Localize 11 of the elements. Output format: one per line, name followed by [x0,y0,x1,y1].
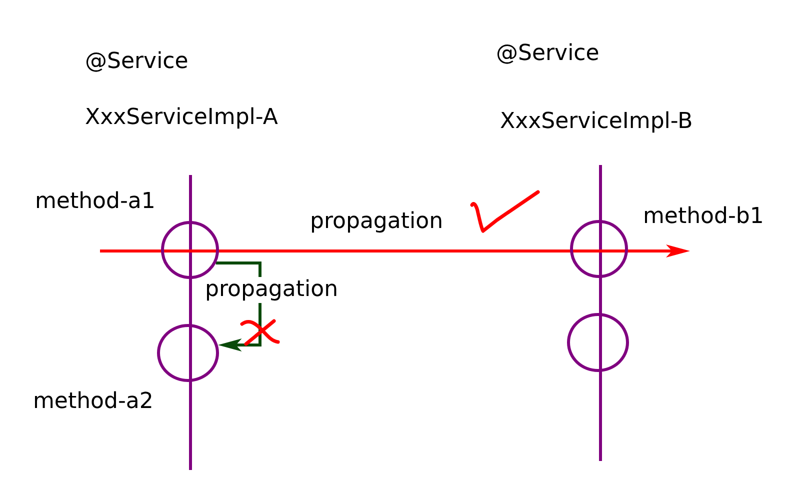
class-label: @Service [85,49,188,75]
class-label: XxxServiceImpl-B [500,109,693,135]
class-label: XxxServiceImpl-A [85,105,278,131]
method-circle [570,220,628,278]
arrow [100,244,690,258]
method-label: method-b1 [643,204,764,230]
method-label: method-a2 [33,389,154,415]
class-label: @Service [496,41,600,67]
method-circle [567,313,629,372]
method-circle [157,324,219,382]
method-label: method-a1 [35,189,156,215]
